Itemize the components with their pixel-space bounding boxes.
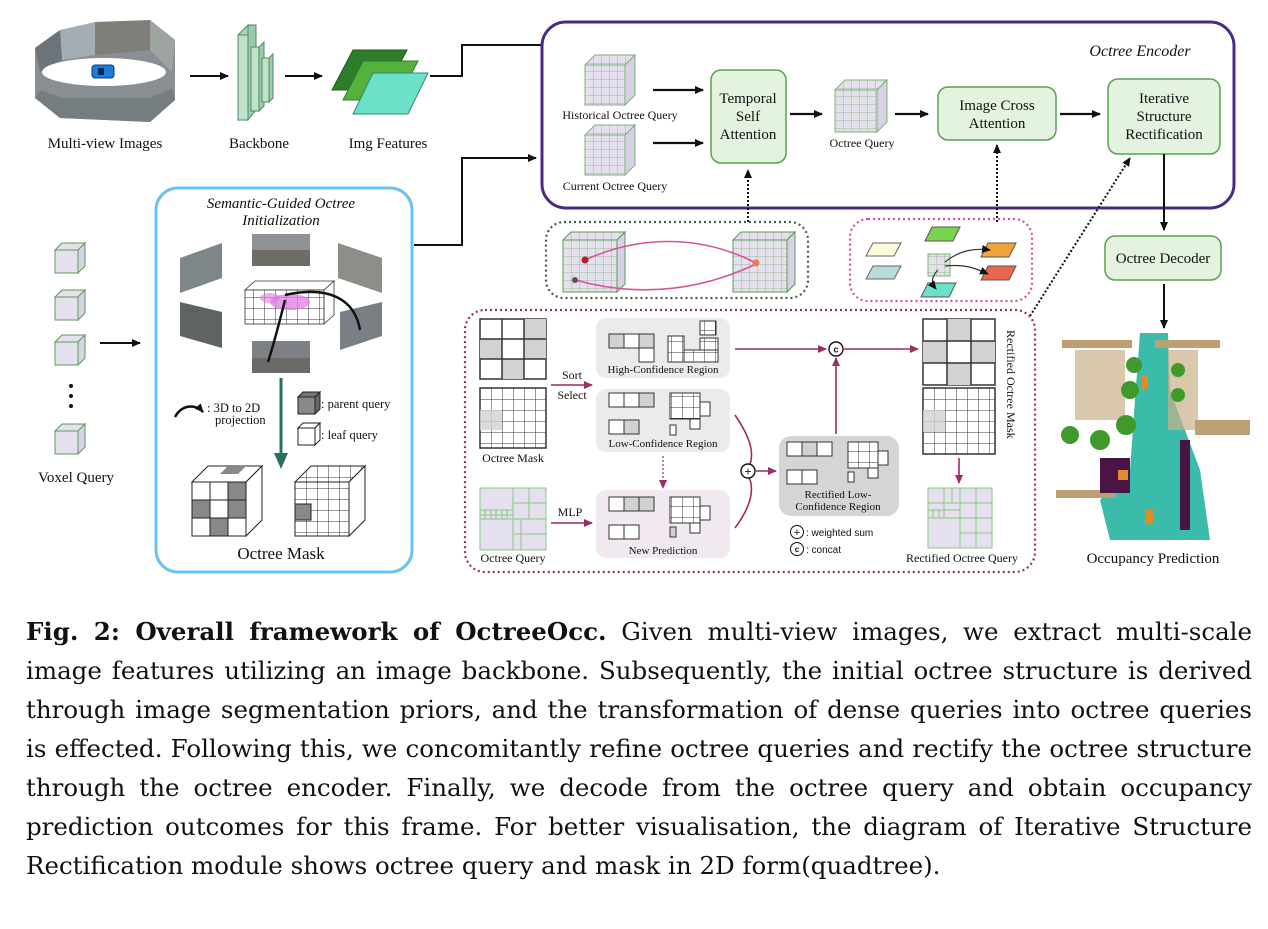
high-confidence-region: High-Confidence Region xyxy=(596,318,730,378)
octree-query-icon xyxy=(833,78,889,134)
parent-query-icon xyxy=(296,390,322,416)
legend-parent: : parent query xyxy=(321,397,391,411)
voxel-cube xyxy=(53,422,87,456)
rectified-query-label: Rectified Octree Query xyxy=(906,551,1018,565)
octree-decoder-module: Octree Decoder xyxy=(1104,235,1222,281)
feature-plane xyxy=(865,242,902,257)
svg-text:Rectified Low-: Rectified Low- xyxy=(805,489,872,501)
isr-octree-query-grid xyxy=(479,487,547,551)
svg-text:c: c xyxy=(833,345,838,355)
sort-label: Sort xyxy=(562,368,583,382)
rectified-mask-label: Rectified Octree Mask xyxy=(1004,330,1018,439)
legend-weighted-sum: + : weighted sum xyxy=(790,525,873,539)
multiview-images-label: Multi-view Images xyxy=(48,136,163,152)
sgoi-title-line2: Initialization xyxy=(241,213,320,229)
cross-attention-detail-panel xyxy=(848,217,1034,303)
svg-text:Self: Self xyxy=(736,109,760,125)
feature-plane xyxy=(865,265,902,280)
image-cross-attention-module: Image Cross Attention xyxy=(937,86,1057,141)
weighted-sum-node: + xyxy=(740,463,756,479)
img-features-icon xyxy=(331,49,429,115)
rectified-query-grid xyxy=(927,487,993,549)
occupancy-prediction-label: Occupancy Prediction xyxy=(1087,551,1220,567)
svg-text:Octree Decoder: Octree Decoder xyxy=(1116,251,1211,267)
framework-diagram: Multi-view Images Backbone Img Features … xyxy=(35,20,1250,574)
caption-label: Fig. 2: Overall framework of OctreeOcc. xyxy=(26,617,607,646)
octree-mask-fine xyxy=(293,464,367,538)
octree-query-label: Octree Query xyxy=(830,136,895,150)
temporal-detail-panel xyxy=(544,220,810,300)
legend-projection-line2: projection xyxy=(215,413,266,427)
sgoi-title-line1: Semantic-Guided Octree xyxy=(207,196,355,212)
isr-octree-mask-label: Octree Mask xyxy=(482,451,544,465)
camera-views xyxy=(180,234,382,373)
svg-text:+: + xyxy=(794,527,800,539)
isr-octree-mask-fine xyxy=(479,387,547,449)
svg-text:Temporal: Temporal xyxy=(719,91,776,107)
caption-text: Given multi-view images, we extract mult… xyxy=(26,617,1253,880)
legend-leaf: : leaf query xyxy=(321,428,379,442)
backbone-label: Backbone xyxy=(229,136,289,152)
svg-text:: concat: : concat xyxy=(806,545,841,556)
octree-mask-coarse xyxy=(190,464,264,538)
sgoi-octree-mask-label: Octree Mask xyxy=(237,544,325,563)
query-cube-small xyxy=(927,253,951,277)
temporal-cube-prev xyxy=(561,230,627,294)
svg-text:+: + xyxy=(744,465,751,479)
feature-plane xyxy=(980,265,1017,281)
svg-text:Rectification: Rectification xyxy=(1125,127,1203,143)
projection-arrow-icon xyxy=(173,403,204,418)
legend-concat: c : concat xyxy=(790,542,841,556)
temporal-self-attention-module: Temporal Self Attention xyxy=(710,69,787,164)
multiview-images xyxy=(35,20,175,122)
occupancy-prediction-visual xyxy=(1056,333,1250,540)
isr-octree-query-label: Octree Query xyxy=(481,551,546,565)
voxel-cube xyxy=(53,288,87,322)
legend-projection-line1: : 3D to 2D xyxy=(207,401,260,415)
figure-caption: Fig. 2: Overall framework of OctreeOcc. … xyxy=(26,612,1252,885)
backbone-icon xyxy=(237,23,274,122)
concat-node: c xyxy=(828,341,844,357)
rectified-low-confidence-region: Rectified Low- Confidence Region xyxy=(779,436,899,516)
low-confidence-region: Low-Confidence Region xyxy=(596,389,730,452)
isr-detail-panel xyxy=(463,308,1037,574)
new-prediction-region: New Prediction xyxy=(596,490,730,558)
svg-text:: weighted sum: : weighted sum xyxy=(806,528,873,539)
current-query-label: Current Octree Query xyxy=(563,179,668,193)
svg-text:Attention: Attention xyxy=(969,116,1026,132)
select-label: Select xyxy=(557,388,587,402)
svg-text:c: c xyxy=(795,545,800,554)
current-octree-query-icon xyxy=(583,123,637,177)
svg-text:High-Confidence Region: High-Confidence Region xyxy=(608,364,719,376)
voxel-cube xyxy=(53,333,87,367)
svg-text:New Prediction: New Prediction xyxy=(629,545,698,557)
mlp-label: MLP xyxy=(558,505,583,519)
voxel-grid-3d xyxy=(243,280,336,325)
iterative-structure-rectification-module: Iterative Structure Rectification xyxy=(1107,78,1221,155)
svg-text:Iterative: Iterative xyxy=(1139,91,1189,107)
rectified-mask-coarse xyxy=(922,318,996,386)
temporal-cube-curr xyxy=(731,230,797,294)
feature-plane xyxy=(924,226,961,242)
rectified-mask-fine xyxy=(922,387,996,455)
voxel-query-label: Voxel Query xyxy=(38,470,114,486)
feature-plane xyxy=(920,282,957,298)
isr-octree-mask-coarse xyxy=(479,318,547,380)
svg-text:Confidence Region: Confidence Region xyxy=(795,501,881,513)
svg-text:Structure: Structure xyxy=(1137,109,1192,125)
svg-text:Image Cross: Image Cross xyxy=(959,98,1035,114)
historical-query-label: Historical Octree Query xyxy=(562,108,677,122)
svg-text:Low-Confidence Region: Low-Confidence Region xyxy=(608,438,718,450)
svg-text:Attention: Attention xyxy=(720,127,777,143)
historical-octree-query-icon xyxy=(583,53,637,107)
voxel-query-stack xyxy=(53,241,87,456)
img-features-label: Img Features xyxy=(349,136,428,152)
leaf-query-icon xyxy=(296,421,322,447)
voxel-cube xyxy=(53,241,87,275)
encoder-title: Octree Encoder xyxy=(1089,43,1191,60)
